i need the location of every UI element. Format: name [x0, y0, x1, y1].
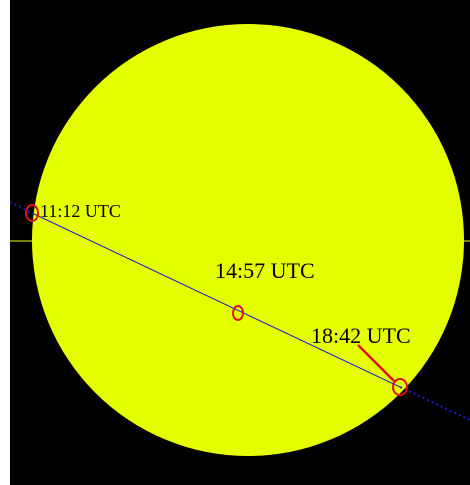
transit-path-on-disk	[31, 212, 401, 388]
mid-transit-time-label: 14:57 UTC	[215, 258, 315, 283]
sun-disk	[32, 24, 464, 456]
egress-leader-line	[357, 344, 395, 382]
transit-path-pre-ingress	[9, 201, 33, 214]
transit-path	[9, 201, 470, 421]
egress-time-label: 18:42 UTC	[311, 323, 411, 348]
mid-transit-marker	[232, 305, 244, 321]
egress-marker	[392, 378, 408, 396]
ingress-time-label: 11:12 UTC	[40, 201, 121, 221]
ingress-marker	[25, 204, 39, 222]
